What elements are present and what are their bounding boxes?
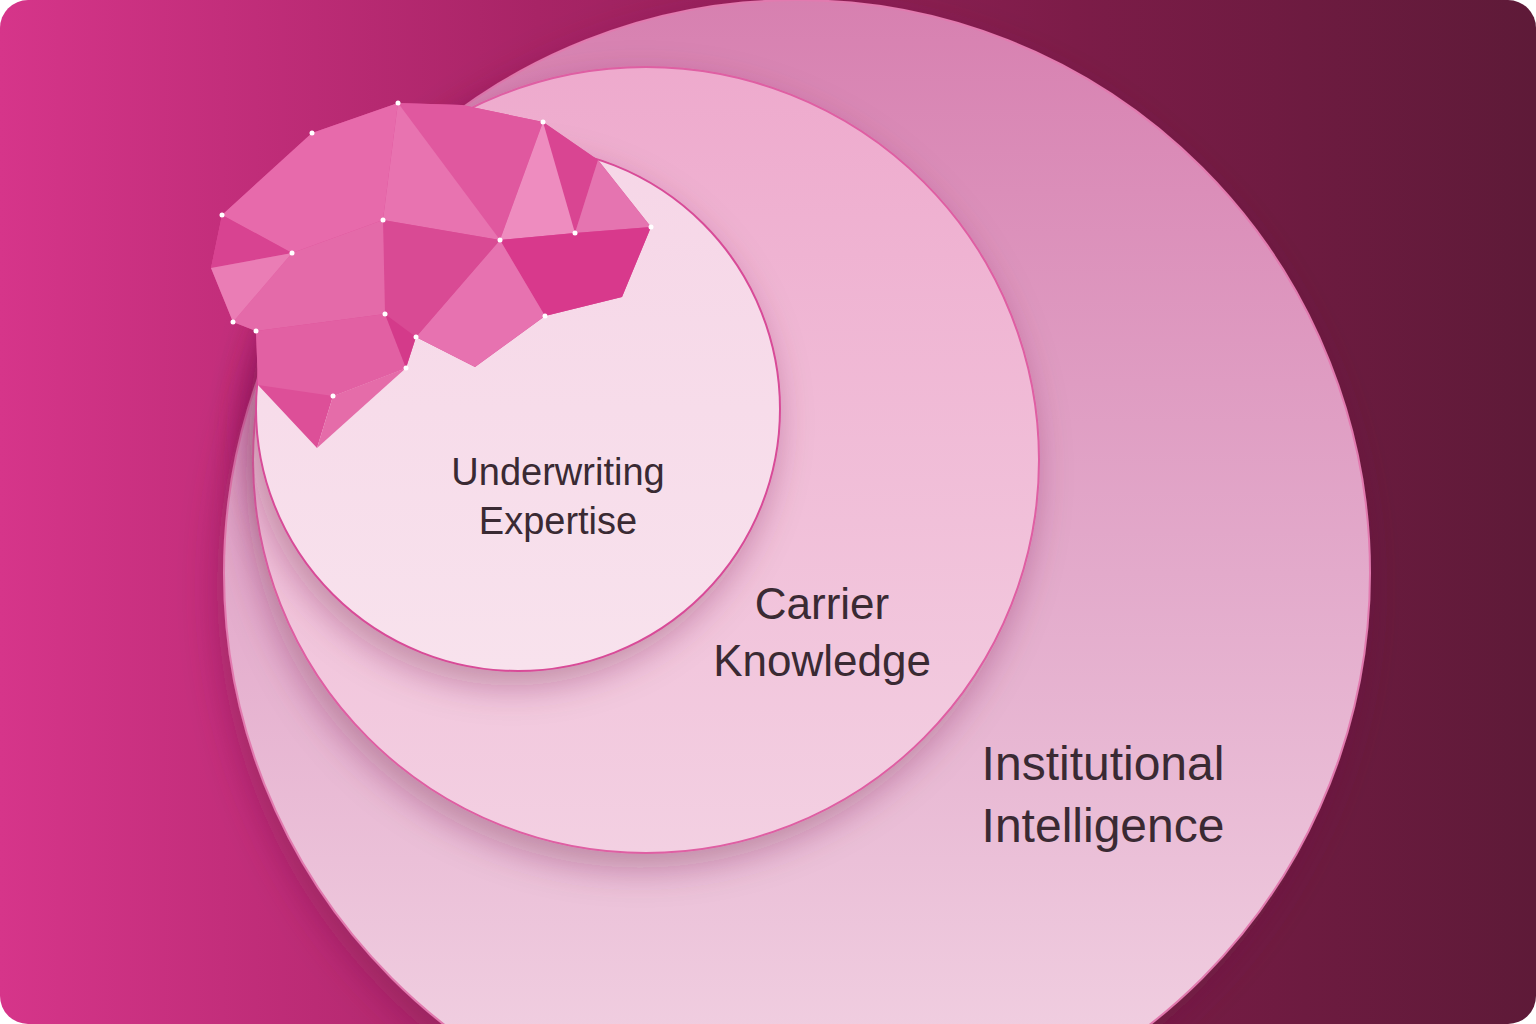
circle-label: Carrier Knowledge: [672, 575, 972, 689]
circle-outline: [255, 146, 781, 672]
inner-circle: Underwriting Expertise: [255, 146, 781, 672]
circle-label: Institutional Intelligence: [923, 733, 1283, 858]
outer-circle: Institutional IntelligenceCarrier Knowle…: [223, 0, 1371, 1024]
middle-circle: Carrier Knowledge Underwriting Expertise: [252, 66, 1040, 854]
circle-label: Underwriting Expertise: [413, 448, 703, 547]
